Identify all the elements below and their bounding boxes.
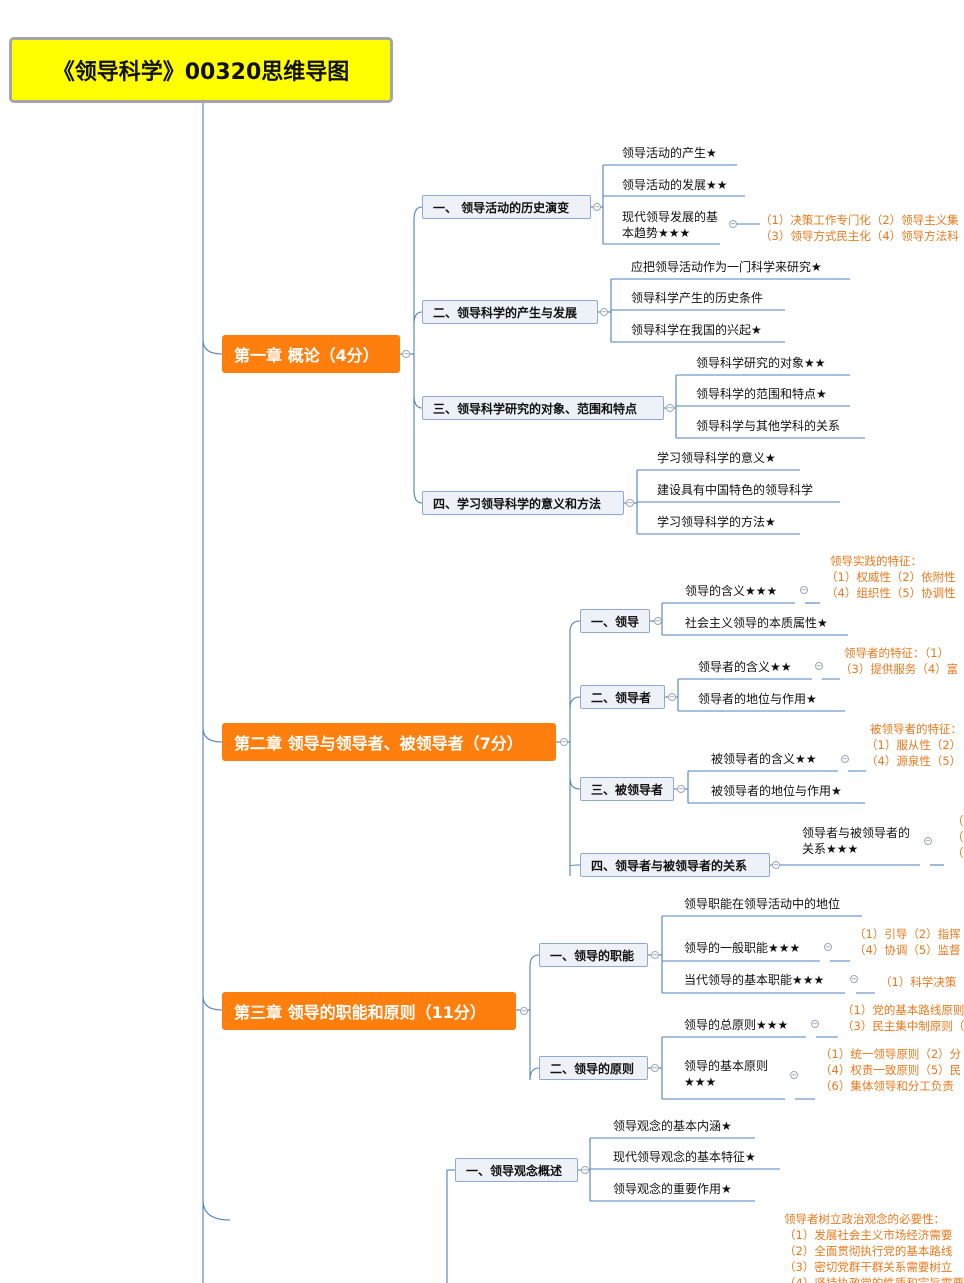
collapse-icon[interactable]: − [520, 1007, 528, 1015]
leaf-node[interactable]: 建设具有中国特色的领导科学 [657, 483, 814, 497]
section-2-2[interactable]: 二、领导者 [580, 685, 665, 709]
leaf-node[interactable]: 领导职能在领导活动中的地位 [684, 897, 841, 911]
section-2-3[interactable]: 三、被领导者 [580, 777, 674, 801]
note-text: （ [952, 846, 964, 860]
collapse-icon[interactable]: − [841, 755, 849, 763]
section-1-1[interactable]: 一、 领导活动的历史演变 [422, 195, 591, 219]
collapse-icon[interactable]: − [600, 308, 608, 316]
leaf-node[interactable]: 当代领导的基本职能★★★ [684, 973, 825, 987]
note-text: 被领导者的特征： [870, 722, 962, 736]
leaf-node[interactable]: 领导的含义★★★ [685, 584, 778, 598]
chapter-2-node[interactable]: 第二章 领导与领导者、被领导者（7分） [222, 723, 556, 761]
note-text: （4）组织性（5）协调性 [826, 586, 956, 600]
note-text: （4）坚持执政党的性质和宗旨需要 [784, 1276, 964, 1283]
leaf-node[interactable]: 领导的一般职能★★★ [684, 941, 801, 955]
note-text: 领导实践的特征： [830, 554, 922, 568]
leaf-node[interactable]: 社会主义领导的本质属性★ [685, 616, 828, 630]
leaf-node[interactable]: 领导者的地位与作用★ [698, 692, 817, 706]
collapse-icon[interactable]: − [651, 951, 659, 959]
leaf-node[interactable]: 领导科学产生的历史条件 [631, 291, 764, 305]
note-text: （1）决策工作专门化（2）领导主义集 [760, 213, 959, 227]
collapse-icon[interactable]: − [824, 943, 832, 951]
collapse-icon[interactable]: − [772, 861, 780, 869]
collapse-icon[interactable]: − [626, 499, 634, 507]
chapter-1-node[interactable]: 第一章 概论（4分） [222, 335, 400, 373]
leaf-node[interactable]: 领导观念的重要作用★ [613, 1182, 732, 1196]
section-3-2[interactable]: 二、领导的原则 [539, 1056, 648, 1080]
note-text: （6）集体领导和分工负责 [820, 1079, 954, 1093]
note-text: （1）引导（2）指挥 [854, 927, 961, 941]
leaf-node[interactable]: 领导活动的发展★★ [622, 178, 728, 192]
leaf-node[interactable]: 学习领导科学的方法★ [657, 515, 776, 529]
note-text: （3）领导方式民主化（4）领导方法科 [760, 229, 959, 243]
leaf-node[interactable]: 领导者与被领导者的关系★★★ [802, 826, 911, 856]
leaf-node[interactable]: 领导观念的基本内涵★ [613, 1119, 732, 1133]
map-title: 《领导科学》00320思维导图 [9, 37, 393, 103]
note-text: （4）权责一致原则（5）民 [820, 1063, 962, 1077]
leaf-node[interactable]: 领导科学在我国的兴起★ [631, 323, 762, 337]
chapter-3-node[interactable]: 第三章 领导的职能和原则（11分） [222, 992, 516, 1030]
collapse-icon[interactable]: − [651, 1064, 659, 1072]
section-2-4[interactable]: 四、领导者与被领导者的关系 [580, 853, 770, 877]
note-text: （4）协调（5）监督 [854, 943, 961, 957]
note-text: （ [952, 830, 964, 844]
collapse-icon[interactable]: − [924, 837, 932, 845]
collapse-icon[interactable]: − [668, 693, 676, 701]
collapse-icon[interactable]: − [815, 662, 823, 670]
section-3-1[interactable]: 一、领导的职能 [539, 943, 648, 967]
section-1-2[interactable]: 二、领导科学的产生与发展 [422, 300, 598, 324]
collapse-icon[interactable]: − [850, 975, 858, 983]
section-4-1[interactable]: 一、领导观念概述 [455, 1158, 578, 1182]
collapse-icon[interactable]: − [800, 586, 808, 594]
note-text: （ [952, 814, 964, 828]
section-1-4[interactable]: 四、学习领导科学的意义和方法 [422, 491, 624, 515]
leaf-node[interactable]: 被领导者的含义★★ [711, 752, 817, 766]
note-text: （1）统一领导原则（2）分 [820, 1047, 962, 1061]
leaf-node[interactable]: 现代领导发展的基本趋势★★★ [622, 210, 719, 240]
collapse-icon[interactable]: − [593, 203, 601, 211]
note-text: （3）民主集中制原则（ [842, 1019, 964, 1033]
note-text: （4）源泉性（5） [866, 754, 962, 768]
leaf-node[interactable]: 应把领导活动作为一门科学来研究★ [631, 260, 822, 274]
leaf-node[interactable]: 领导科学与其他学科的关系 [696, 419, 841, 433]
leaf-node[interactable]: 被领导者的地位与作用★ [711, 784, 842, 798]
collapse-icon[interactable]: − [729, 220, 737, 228]
leaf-node[interactable]: 领导的基本原则★★★ [684, 1059, 769, 1089]
leaf-node[interactable]: 领导活动的产生★ [622, 146, 717, 160]
collapse-icon[interactable]: − [666, 404, 674, 412]
note-text: （1）发展社会主义市场经济需要 [784, 1228, 953, 1242]
collapse-icon[interactable]: − [811, 1020, 819, 1028]
note-text: 领导者的特征：（1） [844, 646, 950, 660]
section-1-3[interactable]: 三、领导科学研究的对象、范围和特点 [422, 396, 664, 420]
note-text: （1）权威性（2）依附性 [826, 570, 956, 584]
collapse-icon[interactable]: − [790, 1071, 798, 1079]
leaf-node[interactable]: 领导科学研究的对象★★ [696, 356, 826, 370]
note-text: （1）科学决策 [880, 975, 957, 989]
collapse-icon[interactable]: − [677, 785, 685, 793]
collapse-icon[interactable]: − [581, 1166, 589, 1174]
leaf-node[interactable]: 领导的总原则★★★ [684, 1018, 789, 1032]
note-text: （3）提供服务（4）富 [840, 662, 959, 676]
collapse-icon[interactable]: − [402, 350, 410, 358]
leaf-node[interactable]: 领导者的含义★★ [698, 660, 792, 674]
note-text: 领导者树立政治观念的必要性： [784, 1212, 945, 1226]
note-text: （2）全面贯彻执行党的基本路线 [784, 1244, 953, 1258]
leaf-node[interactable]: 现代领导观念的基本特征★ [613, 1150, 756, 1164]
leaf-node[interactable]: 领导科学的范围和特点★ [696, 387, 827, 401]
note-text: （1）党的基本路线原则 [842, 1003, 964, 1017]
collapse-icon[interactable]: − [560, 738, 568, 746]
collapse-icon[interactable]: − [654, 617, 662, 625]
note-text: （1）服从性（2） [866, 738, 962, 752]
leaf-node[interactable]: 学习领导科学的意义★ [657, 451, 776, 465]
note-text: （3）密切党群干群关系需要树立 [784, 1260, 953, 1274]
section-2-1[interactable]: 一、领导 [580, 609, 650, 633]
